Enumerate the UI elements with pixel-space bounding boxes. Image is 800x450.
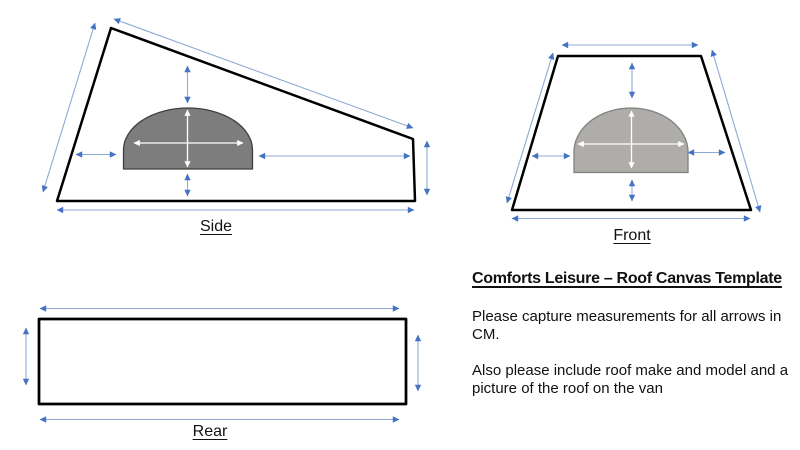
rear-outline: [37, 317, 408, 406]
side-measure-arrow-top-slope-length: [113, 18, 414, 129]
instructions-block: Comforts Leisure – Roof Canvas Template …: [472, 270, 790, 398]
notes-paragraph: Please capture measurements for all arro…: [472, 308, 790, 344]
side-outline: [55, 26, 417, 203]
notes-line: picture of the roof on the van: [472, 380, 663, 397]
notes-line: Also please include roof make and model …: [472, 362, 789, 379]
notes-paragraph: Also please include roof make and model …: [472, 362, 790, 398]
view-rear: [22, 305, 422, 423]
notes-line: Please capture measurements for all arro…: [472, 308, 782, 325]
side-measure-arrow-left-edge-length: [41, 22, 97, 193]
front-measure-arrow-left-slope-length: [505, 52, 555, 204]
notes-line: CM.: [472, 326, 500, 343]
notes-title: Comforts Leisure – Roof Canvas Template: [472, 270, 782, 287]
view-front: [505, 41, 762, 222]
view-side: [41, 18, 431, 214]
front-view-label: Front: [613, 227, 651, 244]
side-view-label: Side: [199, 218, 233, 235]
front-measure-arrow-right-slope-length: [710, 49, 762, 213]
rear-view-label: Rear: [192, 423, 228, 440]
